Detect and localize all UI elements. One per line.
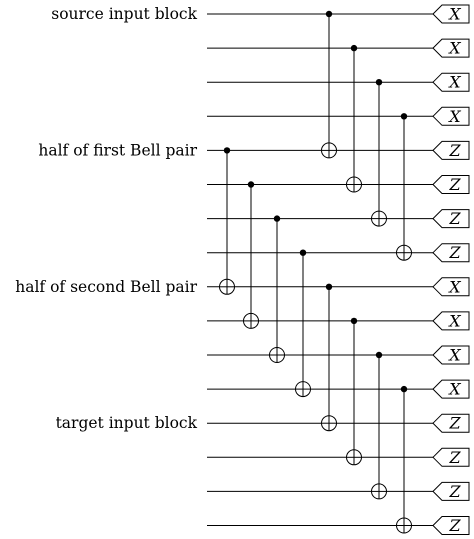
measurement-14: Z	[432, 481, 470, 501]
measurement-label: X	[447, 277, 461, 296]
measurement-8: X	[432, 277, 470, 297]
measurement-label: X	[447, 346, 461, 365]
cnot-gate-5-9	[243, 181, 259, 329]
wires	[207, 13, 433, 526]
measurement-2: X	[432, 72, 470, 92]
measurement-5: Z	[432, 175, 470, 194]
measurement-box	[432, 209, 470, 229]
measurement-label: Z	[448, 482, 461, 501]
measurement-label: Z	[448, 175, 461, 194]
cnot-gate-4-8	[219, 147, 235, 295]
measurement-box	[432, 311, 470, 331]
cnot-gate-7-11	[295, 249, 311, 398]
measurement-label: Z	[448, 516, 461, 535]
wire-label-8: half of second Bell pair	[15, 278, 197, 296]
measurement-box	[432, 447, 470, 467]
measurement-box	[432, 175, 470, 194]
measurement-13: Z	[432, 447, 470, 467]
measurement-box	[432, 72, 470, 92]
measurement-box	[432, 106, 470, 126]
cnot-gate-6-10	[269, 215, 285, 363]
measurement-label: Z	[448, 209, 461, 228]
measurement-label: X	[447, 107, 461, 126]
measurement-15: Z	[432, 516, 470, 535]
measurement-7: Z	[432, 243, 470, 263]
measurement-label: X	[447, 380, 461, 399]
measurement-11: X	[432, 379, 470, 399]
cnot-gate-10-14	[371, 351, 387, 500]
measurement-box	[432, 140, 470, 160]
measurement-label: Z	[448, 243, 461, 262]
cnot-gate-0-4	[321, 10, 337, 159]
measurement-label: Z	[448, 448, 461, 467]
measurement-box	[432, 4, 470, 24]
measurement-10: X	[432, 345, 470, 365]
measurement-label: X	[447, 39, 461, 58]
wire-labels: source input block half of first Bell pai…	[15, 5, 197, 432]
control-dot	[299, 249, 307, 256]
measurement-box	[432, 516, 470, 535]
measurement-label: Z	[448, 141, 461, 160]
control-dot	[247, 181, 255, 188]
measurement-label: X	[447, 311, 461, 330]
control-dot	[273, 215, 281, 222]
cnot-gate-11-15	[396, 385, 412, 534]
cnot-gate-2-6	[371, 79, 387, 227]
measurement-4: Z	[432, 140, 470, 160]
control-dot	[325, 10, 333, 18]
control-dot	[350, 317, 358, 325]
measurement-box	[432, 345, 470, 365]
control-dot	[350, 44, 358, 52]
measurement-box	[432, 38, 470, 58]
control-dot	[223, 147, 231, 154]
measurement-1: X	[432, 38, 470, 58]
control-dot	[375, 351, 383, 359]
cnot-gate-3-7	[396, 113, 412, 261]
control-dot	[325, 283, 333, 290]
measurement-label: X	[447, 73, 461, 92]
measurement-box	[432, 243, 470, 263]
wire-label-4: half of first Bell pair	[38, 141, 197, 159]
measurement-0: X	[432, 4, 470, 24]
measurement-label: X	[447, 5, 461, 24]
measurement-label: Z	[448, 414, 461, 433]
wire-label-0: source input block	[51, 5, 197, 23]
measurement-box	[432, 379, 470, 399]
cnot-gate-1-5	[346, 44, 362, 193]
control-dot	[400, 113, 408, 120]
cnot-gate-9-13	[346, 317, 362, 466]
measurement-box	[432, 413, 470, 433]
measurement-3: X	[432, 106, 470, 126]
wire-label-12: target input block	[56, 414, 198, 432]
cnot-gates	[219, 10, 412, 534]
measurement-box	[432, 277, 470, 297]
control-dot	[375, 79, 383, 86]
control-dot	[400, 385, 408, 393]
measurement-6: Z	[432, 209, 470, 229]
measurement-box	[432, 481, 470, 501]
measurement-12: Z	[432, 413, 470, 433]
measurement-9: X	[432, 311, 470, 331]
cnot-gate-8-12	[321, 283, 337, 432]
